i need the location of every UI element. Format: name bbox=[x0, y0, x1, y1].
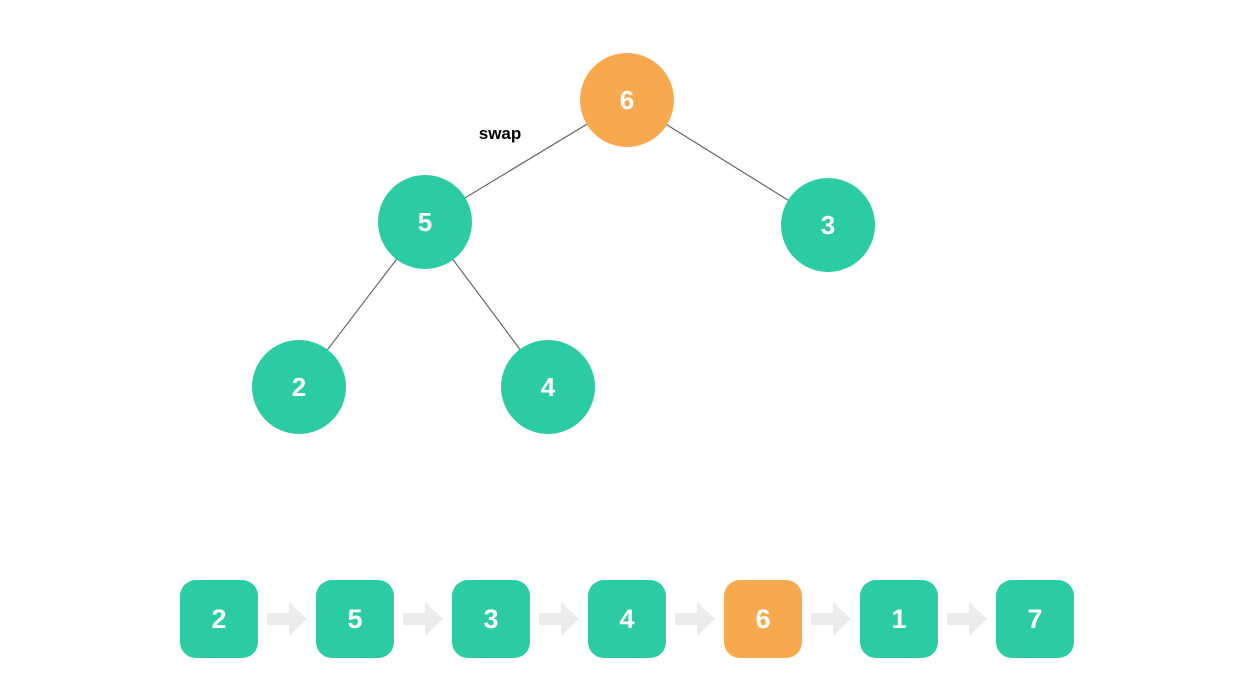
sequence-row: 2 5 3 4 6 1 bbox=[180, 580, 1074, 658]
sequence-item-value: 4 bbox=[619, 603, 635, 634]
tree-node-left-left: 2 bbox=[252, 340, 346, 434]
tree-node-value: 2 bbox=[291, 371, 307, 402]
tree-node-value: 5 bbox=[417, 206, 433, 237]
sequence-item-highlighted: 6 bbox=[724, 580, 802, 658]
tree-node-value: 3 bbox=[820, 209, 836, 240]
sequence-item: 3 bbox=[452, 580, 530, 658]
sequence-item: 4 bbox=[588, 580, 666, 658]
arrow-right-icon bbox=[938, 580, 996, 658]
sequence-item-value: 7 bbox=[1027, 603, 1043, 634]
sequence-item: 2 bbox=[180, 580, 258, 658]
tree-node-right: 3 bbox=[781, 178, 875, 272]
sequence-item: 5 bbox=[316, 580, 394, 658]
tree-node-root: 6 bbox=[580, 53, 674, 147]
swap-annotation-label: swap bbox=[478, 124, 522, 143]
arrow-right-icon bbox=[258, 580, 316, 658]
tree-node-left: 5 bbox=[378, 175, 472, 269]
tree-node-value: 6 bbox=[619, 84, 635, 115]
sequence-item-value: 2 bbox=[211, 603, 227, 634]
arrow-right-icon bbox=[802, 580, 860, 658]
arrow-right-icon bbox=[530, 580, 588, 658]
sequence-item: 7 bbox=[996, 580, 1074, 658]
sequence-item-value: 1 bbox=[891, 603, 907, 634]
sequence-item-value: 6 bbox=[755, 603, 771, 634]
sequence-item-value: 5 bbox=[347, 603, 363, 634]
arrow-right-icon bbox=[666, 580, 724, 658]
sequence-item: 1 bbox=[860, 580, 938, 658]
arrow-right-icon bbox=[394, 580, 452, 658]
sequence-item-value: 3 bbox=[483, 603, 499, 634]
tree-node-left-right: 4 bbox=[501, 340, 595, 434]
tree-node-value: 4 bbox=[540, 371, 556, 402]
